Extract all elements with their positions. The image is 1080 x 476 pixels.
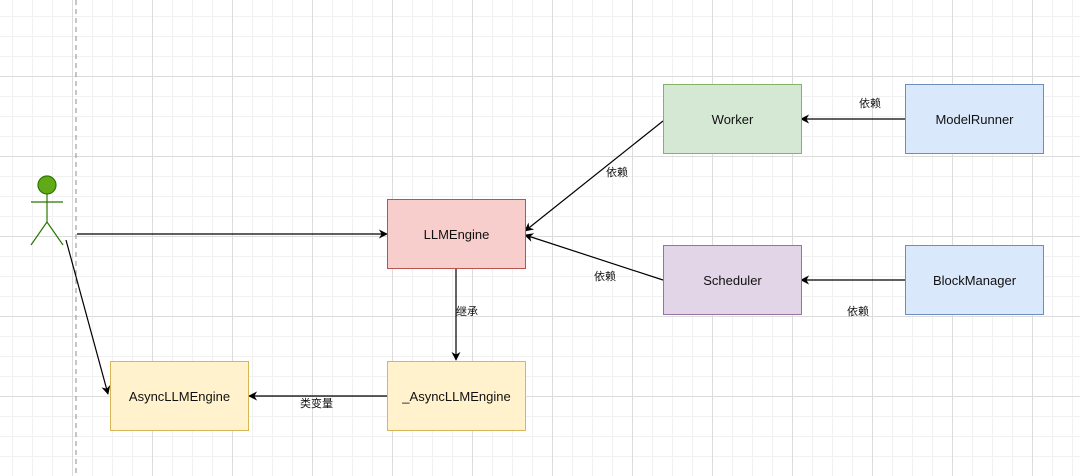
node-worker[interactable]: Worker	[663, 84, 802, 154]
node-block-manager[interactable]: BlockManager	[905, 245, 1044, 315]
node-async-llm-engine-label: AsyncLLMEngine	[128, 388, 231, 404]
node-llm-engine[interactable]: LLMEngine	[387, 199, 526, 269]
edge-worker-to-llmengine	[524, 120, 664, 232]
edge-label-blockmanager-scheduler: 依赖	[847, 305, 869, 318]
edge-actor-to-asyncllmengine	[65, 239, 111, 395]
node-scheduler[interactable]: Scheduler	[663, 245, 802, 315]
node-model-runner[interactable]: ModelRunner	[905, 84, 1044, 154]
node-async-llm-engine[interactable]: AsyncLLMEngine	[110, 361, 249, 431]
node-llm-engine-label: LLMEngine	[423, 226, 490, 242]
node-model-runner-label: ModelRunner	[935, 111, 1014, 127]
actor-figure[interactable]	[30, 175, 64, 246]
edge-label-inherit: 继承	[456, 305, 478, 318]
node-block-manager-label: BlockManager	[932, 272, 1017, 288]
actor-right-leg	[46, 221, 64, 246]
actor-head	[37, 175, 57, 195]
node-underscore-async-llm-engine[interactable]: _AsyncLLMEngine	[387, 361, 526, 431]
edge-scheduler-to-llmengine	[524, 233, 664, 281]
actor-left-leg	[30, 221, 48, 246]
node-underscore-async-llm-engine-label: _AsyncLLMEngine	[402, 388, 511, 404]
edge-label-class-var: 类变量	[300, 397, 333, 410]
node-worker-label: Worker	[711, 111, 754, 127]
edge-label-scheduler-llmengine: 依赖	[594, 270, 616, 283]
node-scheduler-label: Scheduler	[703, 272, 762, 288]
edge-label-modelrunner-worker: 依赖	[859, 97, 881, 110]
edge-label-worker-llmengine: 依赖	[606, 166, 628, 179]
